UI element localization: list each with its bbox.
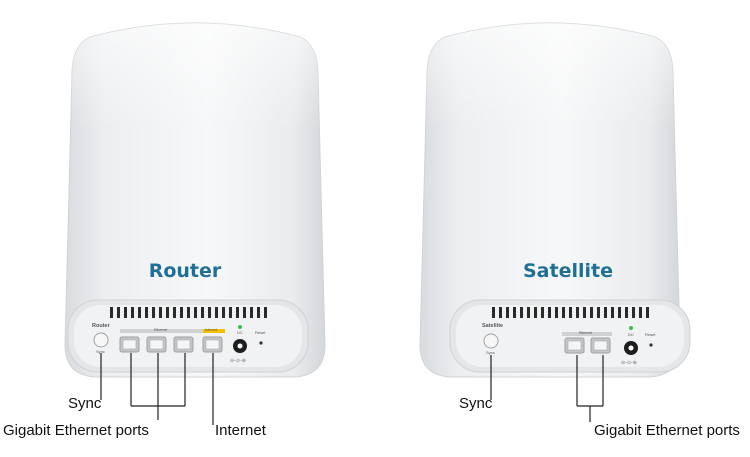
svg-text:⊖-⊙-⊕: ⊖-⊙-⊕ <box>230 358 246 364</box>
satellite-device: ⊖-⊙-⊕ Satellite Satellite Sync Ethernet … <box>405 15 695 385</box>
satellite-reset-hole <box>649 343 653 347</box>
router-label: Router <box>148 260 222 282</box>
svg-text:⊖-⊙-⊕: ⊖-⊙-⊕ <box>621 360 637 366</box>
satellite-ethernet-callout: Gigabit Ethernet ports <box>594 422 740 439</box>
router-vents <box>110 307 267 318</box>
router-status-led <box>238 325 242 329</box>
router-ethernet-bar <box>120 329 218 333</box>
satellite-ethernet-bar <box>562 332 612 336</box>
satellite-panel-dc: DC <box>628 332 634 337</box>
router-panel-internet: Internet <box>205 328 217 332</box>
router-sync-button <box>93 332 109 348</box>
router-ethernet-callout: Gigabit Ethernet ports <box>3 422 149 439</box>
satellite-panel-reset: Reset <box>645 332 656 337</box>
router-panel-reset: Reset <box>255 330 266 335</box>
router-ports <box>119 336 223 353</box>
router-device: ⊖-⊙-⊕ Router Router Sync Ethernet Intern… <box>50 15 340 385</box>
satellite-label: Satellite <box>523 260 613 282</box>
router-body-image: ⊖-⊙-⊕ <box>64 22 326 378</box>
satellite-panel-sync: Sync <box>486 350 495 355</box>
router-panel-ethernet: Ethernet <box>154 328 168 332</box>
router-panel-name: Router <box>92 323 110 329</box>
satellite-body-image: ⊖-⊙-⊕ <box>419 22 691 378</box>
satellite-sync-callout: Sync <box>459 395 493 412</box>
satellite-ports <box>564 337 611 354</box>
router-internet-callout: Internet <box>215 422 266 439</box>
satellite-status-led <box>629 326 633 330</box>
router-internet-badge <box>203 329 225 333</box>
satellite-panel-ethernet: Ethernet <box>579 331 593 335</box>
satellite-vents <box>492 307 649 318</box>
router-sync-callout: Sync <box>68 395 102 412</box>
router-panel-sync: Sync <box>96 349 105 354</box>
satellite-panel-name: Satellite <box>482 323 504 329</box>
router-reset-hole <box>259 341 263 345</box>
satellite-sync-button <box>483 333 499 349</box>
router-panel-dc: DC <box>237 330 243 335</box>
